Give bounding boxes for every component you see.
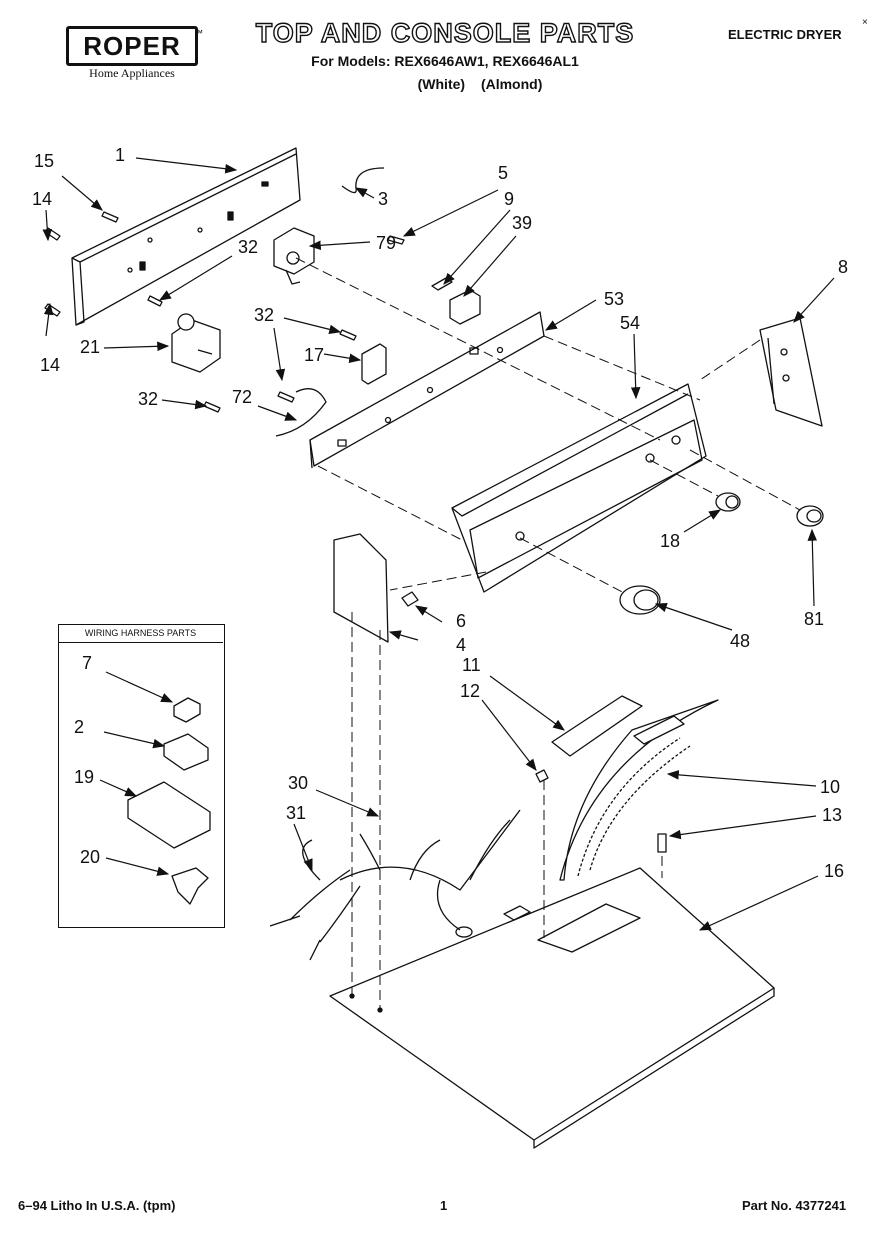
logo-subtitle: Home Appliances (89, 66, 175, 80)
footer-page-number: 1 (440, 1198, 448, 1213)
callout-5: 5 (498, 163, 509, 183)
callout-39: 39 (512, 213, 533, 233)
wiring-harness-inset (58, 624, 225, 928)
part-side-cap-4 (333, 533, 389, 643)
callout-12: 12 (460, 681, 481, 701)
callout-18: 18 (660, 531, 681, 551)
callout-31: 31 (286, 803, 307, 823)
part-wiring-harness-31 (269, 809, 521, 961)
product-mark: × (862, 17, 868, 28)
part-clip-9 (431, 277, 453, 291)
model-colors: (White) (Almond) (417, 76, 543, 92)
callout-1: 1 (115, 145, 126, 165)
callout-17: 17 (304, 345, 325, 365)
callout-6: 6 (456, 611, 467, 631)
part-lint-screen-10 (559, 699, 719, 881)
part-bracket-17 (361, 343, 387, 385)
callout-11: 11 (462, 655, 481, 675)
logo-text: ROPER (83, 30, 181, 61)
inset-title: WIRING HARNESS PARTS (58, 624, 223, 643)
inset-parts (127, 697, 211, 905)
callout-32-middle: 32 (254, 305, 275, 325)
callout-72: 72 (232, 387, 253, 407)
callout-79: 79 (376, 233, 397, 253)
roper-logo: ROPER (66, 26, 198, 66)
callout-16: 16 (824, 861, 845, 881)
callout-10: 10 (820, 777, 841, 797)
callout-15: 15 (34, 151, 55, 171)
callout-20: 20 (80, 847, 101, 867)
callout-32-top: 32 (238, 237, 259, 257)
callout-48: 48 (730, 631, 751, 651)
footer-part-number: Part No. 4377241 (742, 1198, 847, 1213)
callout-8: 8 (838, 257, 849, 277)
part-clip-12 (535, 769, 549, 783)
callout-13: 13 (822, 805, 843, 825)
part-console-54 (451, 383, 707, 593)
page-title: TOP AND CONSOLE PARTS (255, 17, 635, 48)
callout-4: 4 (456, 635, 467, 655)
callout-14-bottom: 14 (40, 355, 61, 375)
part-rear-console-panel (71, 147, 301, 326)
product-type: ELECTRIC DRYER (728, 27, 842, 42)
part-screw-5 (387, 235, 405, 245)
logo-trademark: ™ (194, 28, 203, 38)
callout-21: 21 (80, 337, 101, 357)
callout-3: 3 (378, 189, 389, 209)
callout-2: 2 (74, 717, 85, 737)
part-top-panel-16 (329, 867, 775, 1149)
part-wire-72 (275, 388, 327, 437)
part-lint-cover-11 (551, 695, 643, 757)
part-screw-13 (657, 833, 667, 853)
callout-9: 9 (504, 189, 515, 209)
part-timer-21 (171, 313, 221, 373)
callout-81: 81 (804, 609, 825, 629)
part-knobs (619, 492, 824, 615)
model-numbers: For Models: REX6646AW1, REX6646AL1 (311, 53, 579, 69)
callout-54: 54 (620, 313, 641, 333)
callout-30: 30 (288, 773, 309, 793)
part-end-cap-8 (759, 317, 823, 427)
part-switch-79 (273, 227, 315, 285)
callout-19: 19 (74, 767, 95, 787)
callout-14-top: 14 (32, 189, 53, 209)
callout-7: 7 (82, 653, 93, 673)
part-screw-6 (401, 591, 419, 607)
footer-litho: 6–94 Litho In U.S.A. (tpm) (18, 1198, 176, 1213)
callout-53: 53 (604, 289, 625, 309)
callout-32-bottom: 32 (138, 389, 159, 409)
